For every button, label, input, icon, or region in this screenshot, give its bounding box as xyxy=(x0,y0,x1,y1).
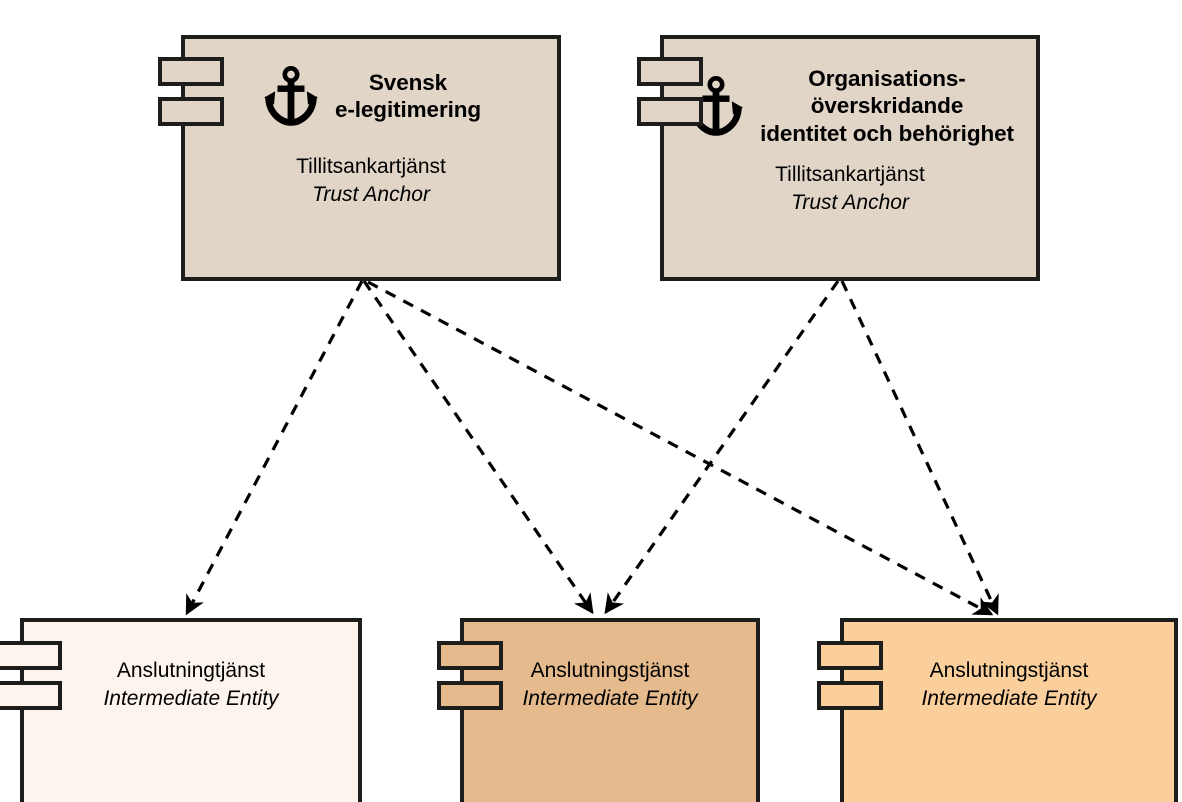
component-tab-lower xyxy=(0,681,62,710)
anchor-icon xyxy=(264,66,318,126)
title-line: e-legitimering xyxy=(334,97,482,122)
title-line: Svensk xyxy=(368,69,448,95)
edge-anchor1-to-intermediate1 xyxy=(185,280,364,616)
component-tab-lower xyxy=(158,97,224,126)
component-tab-lower xyxy=(817,681,883,710)
component-header: Organisations- överskridande identitet o… xyxy=(664,65,1036,147)
edge-anchor2-to-intermediate3 xyxy=(840,280,999,616)
role-label-en: Trust Anchor xyxy=(791,191,909,215)
component-title: Svensk e-legitimering xyxy=(335,69,481,124)
component-role: Anslutningstjänst Intermediate Entity xyxy=(844,657,1174,779)
component-title: Organisations- överskridande identitet o… xyxy=(760,65,1014,147)
title-line: överskridande xyxy=(810,93,964,119)
role-label-en: Trust Anchor xyxy=(312,182,430,206)
component-intermediate-entity-3[interactable]: Anslutningstjänst Intermediate Entity xyxy=(840,618,1178,802)
role-label-en: Intermediate Entity xyxy=(103,687,279,710)
edge-anchor2-to-intermediate2 xyxy=(604,280,840,615)
component-tab-upper xyxy=(437,641,503,670)
title-line: Organisations- xyxy=(808,66,966,91)
component-tab-upper xyxy=(158,57,224,86)
title-line: identitet och behörighet xyxy=(760,120,1014,146)
role-label-sv: Tillitsankartjänst xyxy=(775,163,925,187)
edge-anchor1-to-intermediate3 xyxy=(367,280,994,616)
component-role: Tillitsankartjänst Trust Anchor xyxy=(296,153,446,208)
role-label-sv: Anslutningtjänst xyxy=(116,658,266,682)
component-tab-upper xyxy=(637,57,703,86)
component-header: Svensk e-legitimering xyxy=(185,65,557,127)
component-tab-upper xyxy=(817,641,883,670)
role-label-en: Intermediate Entity xyxy=(522,687,698,710)
role-label-en: Intermediate Entity xyxy=(921,687,1097,710)
component-tab-upper xyxy=(0,641,62,670)
component-intermediate-entity-2[interactable]: Anslutningstjänst Intermediate Entity xyxy=(460,618,760,802)
role-label-sv: Anslutningstjänst xyxy=(530,658,690,682)
role-label-sv: Anslutningstjänst xyxy=(929,658,1089,682)
component-role: Anslutningstjänst Intermediate Entity xyxy=(464,657,756,779)
component-role: Anslutningtjänst Intermediate Entity xyxy=(24,657,358,779)
component-svensk-e-legitimering[interactable]: Svensk e-legitimering Tillitsankartjänst… xyxy=(181,35,561,281)
role-label-sv: Tillitsankartjänst xyxy=(296,155,446,178)
component-tab-lower xyxy=(637,97,703,126)
component-intermediate-entity-1[interactable]: Anslutningtjänst Intermediate Entity xyxy=(20,618,362,802)
component-role: Tillitsankartjänst Trust Anchor xyxy=(775,161,925,216)
component-organisationsoverskridande[interactable]: Organisations- överskridande identitet o… xyxy=(660,35,1040,281)
edge-anchor1-to-intermediate2 xyxy=(362,280,594,615)
component-tab-lower xyxy=(437,681,503,710)
